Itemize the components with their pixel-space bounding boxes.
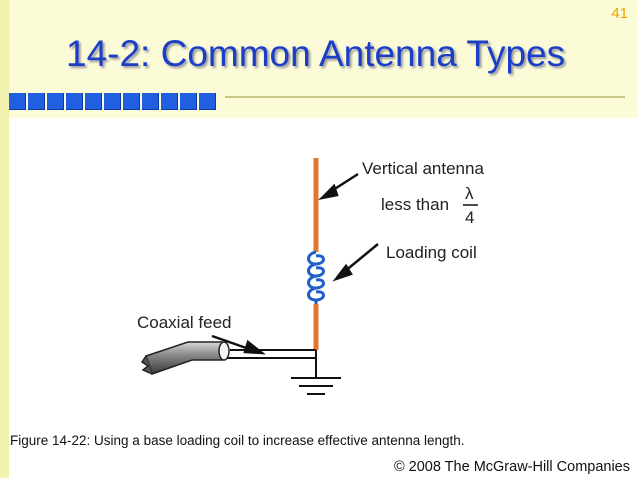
decorative-square: [28, 93, 45, 110]
decorative-square: [47, 93, 64, 110]
loading-coil-label: Loading coil: [386, 243, 477, 262]
coaxial-feed-label: Coaxial feed: [137, 313, 232, 332]
copyright-notice: © 2008 The McGraw-Hill Companies: [393, 459, 630, 475]
vertical-antenna-label: Vertical antenna: [362, 159, 484, 178]
decorative-square: [199, 93, 216, 110]
decorative-square: [123, 93, 140, 110]
slide-title: 14-2: Common Antenna Types: [66, 33, 566, 74]
coaxial-cable: [140, 341, 230, 375]
figure-caption: Figure 14-22: Using a base loading coil …: [10, 433, 465, 448]
fraction-denominator: 4: [465, 208, 475, 227]
decorative-square: [161, 93, 178, 110]
fraction-numerator: λ: [465, 184, 474, 203]
decorative-square-row: [9, 93, 216, 110]
left-accent-bar: [0, 0, 9, 478]
decorative-square: [180, 93, 197, 110]
decorative-square: [85, 93, 102, 110]
ground-symbol: [291, 377, 341, 395]
label-arrows: [211, 172, 379, 355]
less-than-label: less than: [381, 195, 450, 214]
loading-coil: [307, 250, 325, 304]
decorative-square: [9, 93, 26, 110]
header-rule: [225, 96, 625, 98]
decorative-square: [104, 93, 121, 110]
page-number: 41: [611, 5, 628, 22]
decorative-square: [66, 93, 83, 110]
decorative-square: [142, 93, 159, 110]
